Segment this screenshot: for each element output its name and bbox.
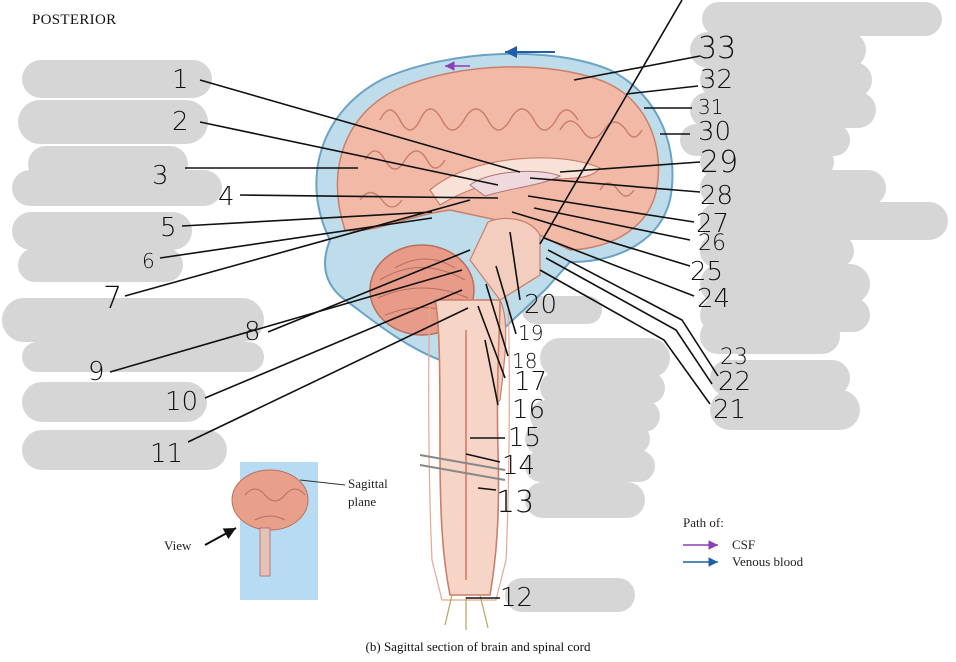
- legend: Path of: CSF Venous blood: [683, 515, 804, 569]
- label-16: 16: [512, 395, 545, 425]
- figure-caption: (b) Sagittal section of brain and spinal…: [365, 639, 591, 654]
- leader-lines: [109, 0, 719, 599]
- gyri-lines: [359, 108, 643, 208]
- label-4: 4: [218, 182, 235, 212]
- label-3: 3: [152, 161, 169, 191]
- label-31: 31: [698, 95, 723, 119]
- cut-lines: [419, 454, 506, 481]
- legend-venous-label: Venous blood: [732, 554, 804, 569]
- label-25: 25: [690, 257, 723, 287]
- label-12: 12: [500, 583, 533, 613]
- legend-csf-label: CSF: [732, 537, 755, 552]
- ventricle: [469, 170, 562, 197]
- label-19: 19: [518, 321, 543, 345]
- label-26: 26: [698, 231, 726, 256]
- corpus-callosum: [429, 157, 601, 206]
- label-15: 15: [508, 423, 541, 453]
- view-arrow: [204, 527, 237, 546]
- label-1: 1: [172, 65, 189, 95]
- label-23: 23: [720, 345, 748, 370]
- label-30: 30: [698, 117, 731, 147]
- label-8: 8: [244, 317, 261, 347]
- label-6: 6: [142, 249, 155, 273]
- number-labels: 1 2 3 4 5 6 7 8 9 10 11 12 13 14 15 16 1…: [88, 31, 751, 613]
- legend-title: Path of:: [683, 515, 724, 530]
- label-27: 27: [696, 209, 729, 239]
- label-21: 21: [713, 395, 746, 425]
- label-18: 18: [512, 349, 537, 373]
- label-10: 10: [165, 387, 198, 417]
- label-13: 13: [496, 485, 534, 520]
- inset-figure: Sagittal plane View: [164, 462, 388, 600]
- label-29: 29: [700, 145, 738, 180]
- brainstem: [469, 217, 541, 301]
- posterior-label: POSTERIOR: [32, 12, 117, 28]
- label-9: 9: [88, 357, 105, 387]
- label-33: 33: [698, 31, 736, 66]
- spinal-dura: [428, 299, 510, 601]
- label-14: 14: [502, 451, 535, 481]
- label-20: 20: [524, 290, 557, 320]
- nerve-roots: [444, 594, 489, 630]
- label-28: 28: [700, 181, 733, 211]
- label-24: 24: [697, 284, 730, 314]
- label-17: 17: [514, 367, 547, 397]
- label-7: 7: [103, 281, 122, 316]
- inset-view-label: View: [164, 538, 192, 553]
- label-5: 5: [160, 213, 177, 243]
- inset-plane-label-1: Sagittal: [348, 476, 388, 491]
- redaction-boxes: [2, 2, 948, 612]
- label-11: 11: [150, 439, 183, 469]
- label-22: 22: [718, 367, 751, 397]
- inset-plane-label-2: plane: [348, 494, 376, 509]
- label-2: 2: [172, 107, 189, 137]
- spinal-cord: [433, 299, 501, 596]
- label-32: 32: [700, 65, 733, 95]
